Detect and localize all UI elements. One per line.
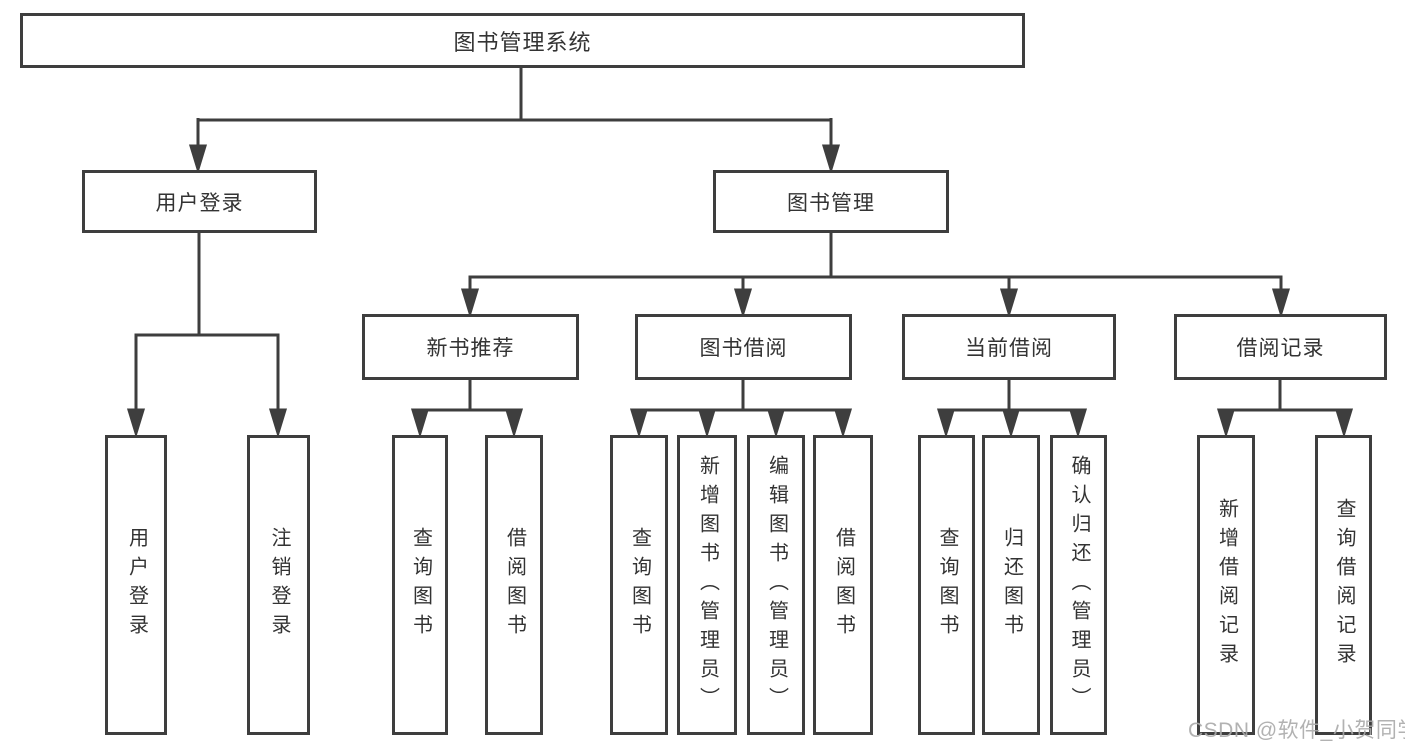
- node-borrowing-records: 借阅记录: [1174, 314, 1387, 380]
- watermark: CSDN @软件_小贺同学: [1188, 719, 1405, 742]
- leaf-confirm-return-admin: 确认归还（管理员）: [1050, 435, 1107, 735]
- leaf-add-book-admin: 新增图书（管理员）: [677, 435, 737, 735]
- leaf-edit-book-admin: 编辑图书（管理员）: [747, 435, 805, 735]
- node-book-management: 图书管理: [713, 170, 949, 233]
- node-root: 图书管理系统: [20, 13, 1025, 68]
- leaf-query-books-borrowing: 查询图书: [610, 435, 668, 735]
- leaf-add-borrow-record: 新增借阅记录: [1197, 435, 1255, 735]
- node-current-borrowing: 当前借阅: [902, 314, 1116, 380]
- leaf-return-book: 归还图书: [982, 435, 1040, 735]
- leaf-user-login: 用户登录: [105, 435, 167, 735]
- leaf-query-borrow-record: 查询借阅记录: [1315, 435, 1372, 735]
- leaf-query-books-recommend: 查询图书: [392, 435, 448, 735]
- leaf-borrow-books-borrowing: 借阅图书: [813, 435, 873, 735]
- node-book-borrowing: 图书借阅: [635, 314, 852, 380]
- leaf-query-books-current: 查询图书: [918, 435, 975, 735]
- node-new-book-recommendation: 新书推荐: [362, 314, 579, 380]
- leaf-borrow-books-recommend: 借阅图书: [485, 435, 543, 735]
- leaf-logout: 注销登录: [247, 435, 310, 735]
- node-user-login: 用户登录: [82, 170, 317, 233]
